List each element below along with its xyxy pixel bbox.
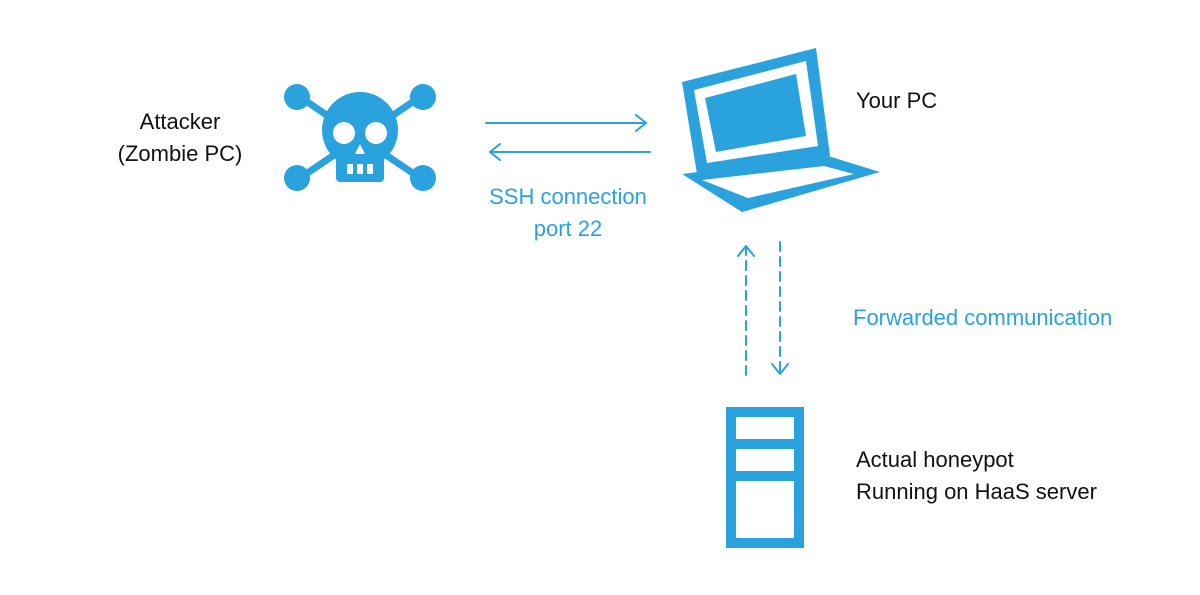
- honeypot-label-line1: Actual honeypot: [856, 447, 1014, 472]
- attacker-label-line2: (Zombie PC): [117, 141, 243, 166]
- forwarded-communication-label: Forwarded communication: [853, 305, 1113, 330]
- honeypot-label-line2: Running on HaaS server: [856, 479, 1097, 504]
- forwarded-arrows: [737, 241, 789, 379]
- forward-arrow-down-head: [771, 363, 789, 375]
- ssh-arrow-left-head: [489, 143, 501, 161]
- your-pc-label: Your PC: [856, 88, 938, 113]
- laptop-icon: [682, 48, 880, 212]
- ssh-label-line1: SSH connection: [489, 184, 647, 209]
- ssh-arrows: [485, 114, 651, 161]
- server-icon: [726, 407, 804, 548]
- attacker-label-line1: Attacker: [139, 109, 221, 134]
- ssh-label-line2: port 22: [533, 216, 603, 241]
- honeypot-label: Actual honeypot Running on HaaS server: [856, 444, 1097, 508]
- skull-crossbones-icon: [284, 84, 436, 191]
- attacker-label: Attacker (Zombie PC): [110, 106, 250, 170]
- ssh-connection-label: SSH connection port 22: [470, 181, 666, 245]
- ssh-arrow-right-head: [635, 114, 647, 132]
- forward-arrow-up-head: [737, 245, 755, 257]
